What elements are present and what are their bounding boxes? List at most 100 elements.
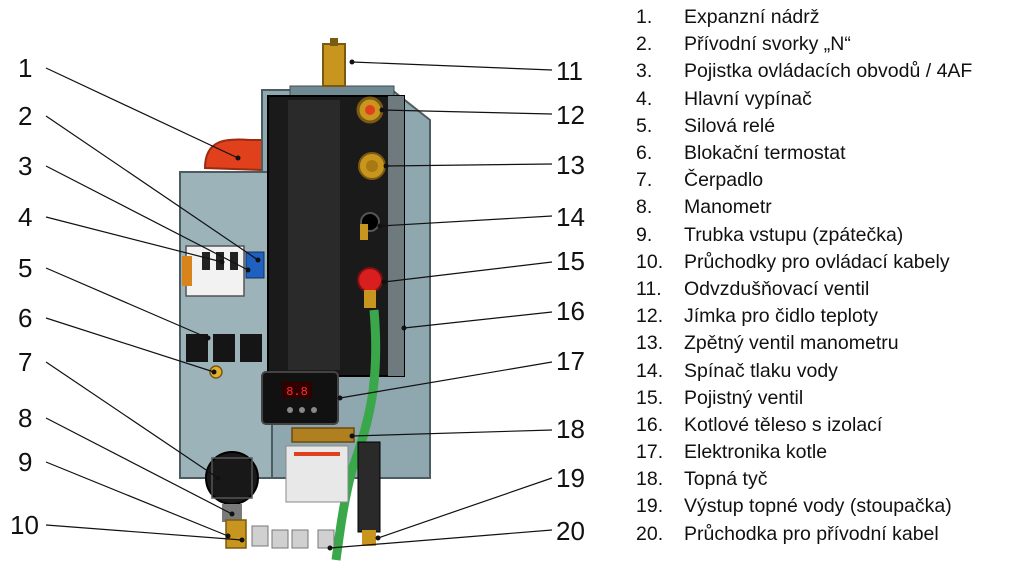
legend-number: 16. — [636, 413, 664, 436]
pressure-switch-fitting — [360, 224, 368, 240]
legend-number: 1. — [636, 6, 653, 29]
display-button-2 — [299, 407, 305, 413]
display-screen — [282, 382, 312, 398]
legend-label: Průchodka pro přívodní kabel — [684, 522, 939, 545]
callout-17: 17 — [556, 346, 585, 376]
callout-11: 11 — [556, 56, 583, 86]
legend-item: 19. Výstup topné vody (stoupačka) — [636, 493, 1021, 520]
legend-label: Odvzdušňovací ventil — [684, 277, 870, 300]
leader-dots — [205, 59, 407, 551]
power-relay-3 — [240, 334, 262, 362]
callouts-left: 1 2 3 4 5 6 7 8 9 10 — [10, 53, 39, 540]
callout-8: 8 — [18, 403, 32, 433]
fuse-holder — [182, 256, 192, 286]
legend-item: 7. Čerpadlo — [636, 167, 1021, 194]
legend-number: 17. — [636, 441, 664, 464]
legend-number: 4. — [636, 87, 653, 110]
legend-item: 14. Spínač tlaku vody — [636, 357, 1021, 384]
legend-label: Kotlové těleso s izolací — [684, 413, 883, 436]
boiler-illustration: 8.8 — [179, 38, 431, 561]
legend-label: Jímka pro čidlo teploty — [684, 305, 879, 328]
check-valve-core — [366, 160, 378, 172]
switch-lever-1 — [202, 252, 210, 270]
legend-item: 1.Expanzní nádrž — [636, 4, 1021, 31]
legend-label: Manometr — [684, 196, 772, 219]
legend-label: Topná tyč — [684, 468, 768, 491]
legend-item: 20. Průchodka pro přívodní kabel — [636, 521, 1021, 548]
legend-label: Silová relé — [684, 114, 776, 137]
legend-number: 7. — [636, 169, 653, 192]
legend-label: Trubka vstupu (zpátečka) — [684, 223, 904, 246]
legend-item: 12. Jímka pro čidlo teploty — [636, 303, 1021, 330]
legend-label: Zpětný ventil manometru — [684, 332, 899, 355]
switch-lever-3 — [230, 252, 238, 270]
safety-valve-fitting — [364, 290, 376, 308]
callout-5: 5 — [18, 253, 32, 283]
cable-gland-3 — [291, 529, 309, 549]
sensor-well-core — [365, 105, 375, 115]
legend-number: 15. — [636, 386, 664, 409]
control-panel — [179, 171, 273, 479]
legend-item: 13.Zpětný ventil manometru — [636, 330, 1021, 357]
legend-label: Přívodní svorky „N“ — [684, 33, 851, 56]
power-relay-1 — [186, 334, 208, 362]
legend-item: 15. Pojistný ventil — [636, 385, 1021, 412]
cable-gland-1 — [251, 525, 269, 547]
parts-legend: 1.Expanzní nádrž 2.Přívodní svorky „N“ 3… — [636, 4, 1021, 548]
legend-item: 17. Elektronika kotle — [636, 439, 1021, 466]
callout-6: 6 — [18, 303, 32, 333]
callout-13: 13 — [556, 150, 585, 180]
legend-label: Výstup topné vody (stoupačka) — [684, 495, 952, 518]
callout-15: 15 — [556, 246, 585, 276]
safety-valve — [357, 267, 383, 293]
air-vent-valve — [322, 43, 346, 87]
legend-item: 2. Přívodní svorky „N“ — [636, 31, 1021, 58]
callout-19: 19 — [556, 463, 585, 493]
display-button-1 — [287, 407, 293, 413]
legend-number: 19. — [636, 495, 664, 518]
legend-number: 14. — [636, 359, 664, 382]
legend-item: 11. Odvzdušňovací ventil — [636, 276, 1021, 303]
display-button-3 — [311, 407, 317, 413]
callout-3: 3 — [18, 151, 32, 181]
callout-9: 9 — [18, 447, 32, 477]
riser-pipe — [357, 441, 381, 533]
legend-label: Spínač tlaku vody — [684, 359, 838, 382]
callout-20: 20 — [556, 516, 585, 546]
legend-label: Pojistka ovládacích obvodů / 4AF — [684, 60, 973, 83]
legend-label: Hlavní vypínač — [684, 87, 812, 110]
leader-lines — [45, 61, 553, 549]
legend-number: 8. — [636, 196, 653, 219]
display-readout: 8.8 — [286, 385, 308, 399]
callout-14: 14 — [556, 202, 585, 232]
legend-item: 10.Průchodky pro ovládací kabely — [636, 249, 1021, 276]
heating-element-flange — [291, 427, 355, 443]
legend-number: 20. — [636, 522, 664, 545]
boiler-front-strip — [288, 100, 340, 370]
legend-number: 6. — [636, 142, 653, 165]
relief-hose — [331, 309, 381, 561]
legend-number: 2. — [636, 33, 653, 56]
legend-label: Čerpadlo — [684, 169, 764, 192]
legend-label: Elektronika kotle — [684, 441, 828, 464]
boiler-body-side — [388, 96, 404, 376]
air-vent-cap — [330, 38, 338, 46]
legend-number: 12. — [636, 305, 664, 328]
n-terminals — [245, 251, 265, 279]
cable-gland-4 — [317, 529, 335, 549]
callout-10: 10 — [10, 510, 39, 540]
legend-label: Blokační termostat — [684, 142, 846, 165]
legend-item: 4. Hlavní vypínač — [636, 86, 1021, 113]
legend-label: Pojistný ventil — [684, 386, 804, 409]
cable-gland-2 — [271, 529, 289, 549]
circulation-pump — [205, 451, 259, 505]
legend-number: 11. — [636, 277, 662, 300]
expansion-tank-shape — [203, 138, 263, 172]
legend-item: 8. Manometr — [636, 194, 1021, 221]
callout-16: 16 — [556, 296, 585, 326]
callout-2: 2 — [18, 101, 32, 131]
callout-7: 7 — [18, 347, 32, 377]
callout-12: 12 — [556, 100, 585, 130]
legend-number: 18. — [636, 468, 664, 491]
